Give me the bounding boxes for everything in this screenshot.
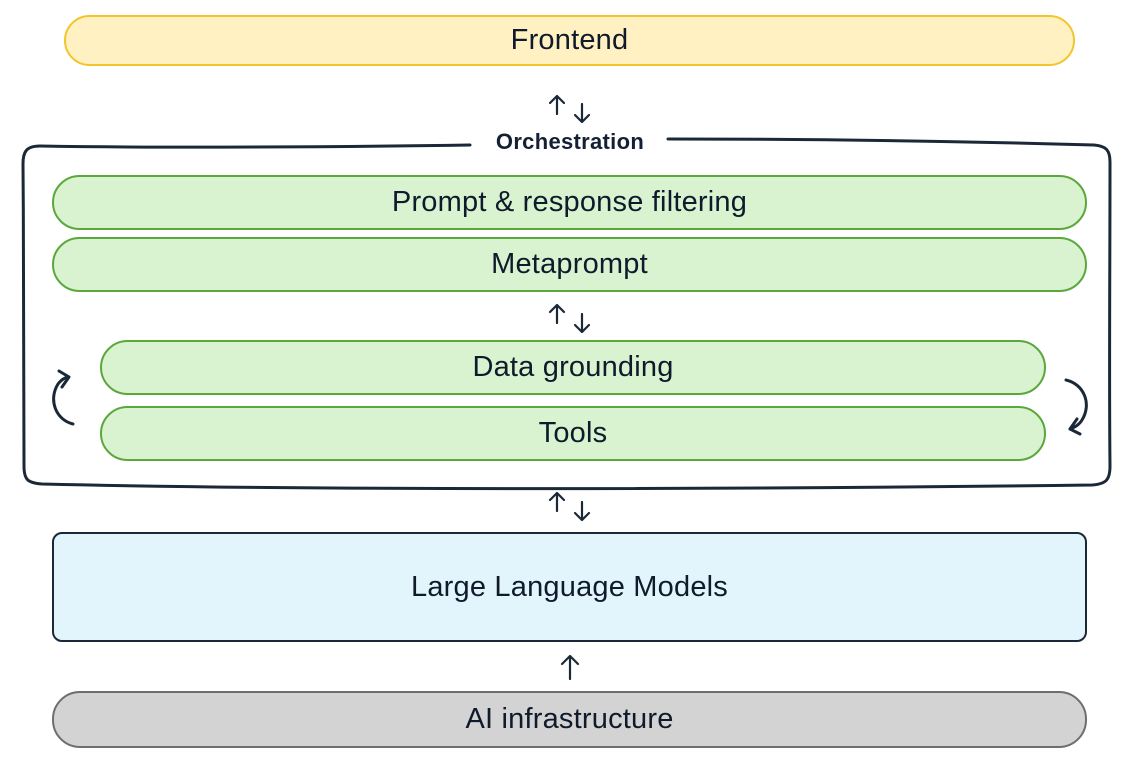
up-arrow-icon	[560, 654, 580, 681]
frontend-layer: Frontend	[64, 15, 1075, 66]
cycle-arrow-left-icon	[52, 369, 75, 426]
infrastructure-layer: AI infrastructure	[52, 691, 1087, 748]
tools-layer: Tools	[100, 406, 1046, 461]
up-down-arrows-icon	[548, 94, 591, 124]
cycle-arrow-right-icon	[1064, 378, 1088, 436]
metaprompt-layer: Metaprompt	[52, 237, 1087, 292]
filtering-layer: Prompt & response filtering	[52, 175, 1087, 230]
orchestration-label: Orchestration	[474, 126, 666, 158]
up-down-arrows-icon	[548, 303, 591, 334]
orchestration-frame	[21, 137, 1112, 491]
metaprompt-label: Metaprompt	[491, 248, 648, 280]
frontend-label: Frontend	[510, 24, 629, 56]
up-down-arrows-icon	[548, 491, 591, 522]
tools-label: Tools	[538, 417, 608, 449]
data-grounding-label: Data grounding	[472, 351, 674, 383]
infrastructure-label: AI infrastructure	[465, 703, 674, 735]
llm-label: Large Language Models	[411, 570, 728, 603]
data-grounding-layer: Data grounding	[100, 340, 1046, 395]
filtering-label: Prompt & response filtering	[391, 186, 748, 218]
llm-layer: Large Language Models	[52, 532, 1087, 642]
